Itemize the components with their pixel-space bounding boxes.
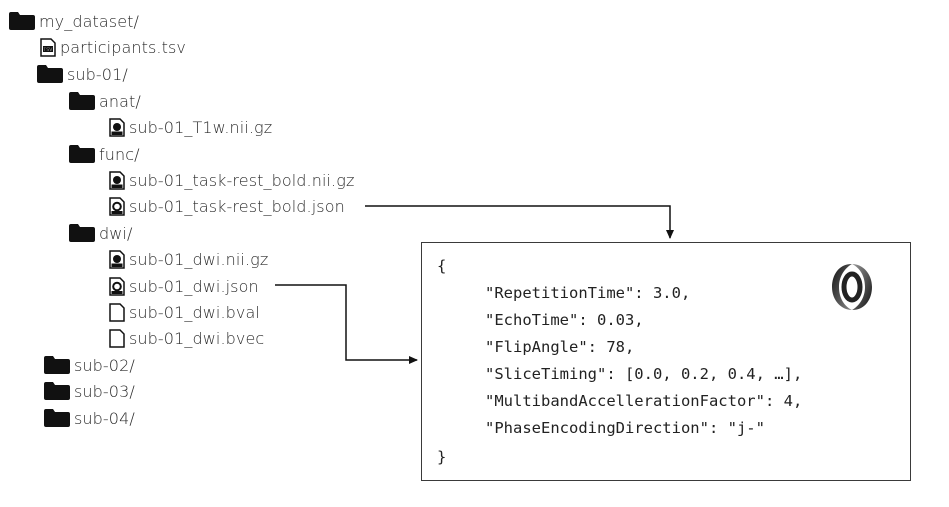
tree-item-label: sub-01/: [67, 64, 128, 84]
tree-item-label: my_dataset/: [39, 11, 140, 31]
json-line-slice-timing: "SliceTiming": [0.0, 0.2, 0.4, …],: [485, 365, 803, 383]
json-logo-icon: [832, 264, 872, 310]
folder-icon: [9, 12, 35, 30]
tree-item-label: anat/: [99, 91, 141, 111]
tree-item-func[interactable]: func/: [69, 143, 140, 165]
json-close-brace: }: [437, 448, 447, 466]
nifti-file-icon: [109, 117, 125, 137]
tree-item-label: sub-01_T1w.nii.gz: [129, 117, 273, 137]
tree-item-label: dwi/: [99, 223, 133, 243]
tree-item-label: participants.tsv: [60, 37, 186, 57]
file-icon: [109, 328, 125, 348]
nifti-file-icon: [109, 249, 125, 269]
tree-item-bold-json[interactable]: sub-01_task-rest_bold.json: [109, 195, 345, 217]
tree-item-label: sub-04/: [74, 408, 135, 428]
folder-icon: [69, 224, 95, 242]
json-sidecar-box: { "RepetitionTime": 3.0, "EchoTime": 0.0…: [421, 242, 911, 481]
folder-icon: [69, 145, 95, 163]
json-file-icon: [109, 196, 125, 216]
tsv-file-icon: TSV: [40, 37, 56, 57]
json-file-icon: [109, 276, 125, 296]
json-line-phase-encoding: "PhaseEncodingDirection": "j-": [485, 419, 765, 437]
tree-item-my-dataset[interactable]: my_dataset/: [9, 10, 139, 32]
dwi-json-arrow: [275, 284, 418, 364]
json-line-repetition-time: "RepetitionTime": 3.0,: [485, 284, 691, 302]
json-line-multiband-factor: "MultibandAccellerationFactor": 4,: [485, 392, 803, 410]
folder-icon: [44, 356, 70, 374]
tree-item-dwi-nii[interactable]: sub-01_dwi.nii.gz: [109, 248, 268, 270]
svg-text:TSV: TSV: [44, 47, 53, 53]
tree-item-label: sub-03/: [74, 381, 135, 401]
tree-item-dwi-bval[interactable]: sub-01_dwi.bval: [109, 301, 260, 323]
folder-icon: [37, 65, 63, 83]
tree-item-label: sub-01_dwi.bvec: [129, 328, 265, 348]
tree-item-sub-03[interactable]: sub-03/: [44, 380, 135, 402]
tree-item-label: sub-01_dwi.json: [129, 276, 259, 296]
bold-json-arrow: [365, 205, 674, 239]
tree-item-dwi-json[interactable]: sub-01_dwi.json: [109, 275, 259, 297]
json-line-flip-angle: "FlipAngle": 78,: [485, 338, 635, 356]
folder-icon: [44, 409, 70, 427]
tree-item-label: sub-01_dwi.bval: [129, 302, 260, 322]
tree-item-label: sub-01_dwi.nii.gz: [129, 249, 269, 269]
tree-item-t1w[interactable]: sub-01_T1w.nii.gz: [109, 116, 272, 138]
tree-item-dwi[interactable]: dwi/: [69, 222, 132, 244]
tree-item-bold-nii[interactable]: sub-01_task-rest_bold.nii.gz: [109, 169, 354, 191]
file-icon: [109, 302, 125, 322]
tree-item-sub-01[interactable]: sub-01/: [37, 63, 128, 85]
nifti-file-icon: [109, 170, 125, 190]
tree-item-sub-02[interactable]: sub-02/: [44, 354, 135, 376]
json-open-brace: {: [437, 257, 447, 275]
tree-item-label: sub-01_task-rest_bold.json: [129, 196, 345, 216]
tree-item-label: func/: [99, 144, 140, 164]
tree-item-dwi-bvec[interactable]: sub-01_dwi.bvec: [109, 327, 264, 349]
tree-item-anat[interactable]: anat/: [69, 90, 141, 112]
tree-item-participants[interactable]: TSV participants.tsv: [40, 36, 186, 58]
tree-item-sub-04[interactable]: sub-04/: [44, 407, 135, 429]
tree-item-label: sub-01_task-rest_bold.nii.gz: [129, 170, 355, 190]
folder-icon: [44, 382, 70, 400]
tree-item-label: sub-02/: [74, 355, 135, 375]
json-line-echo-time: "EchoTime": 0.03,: [485, 311, 644, 329]
folder-icon: [69, 92, 95, 110]
